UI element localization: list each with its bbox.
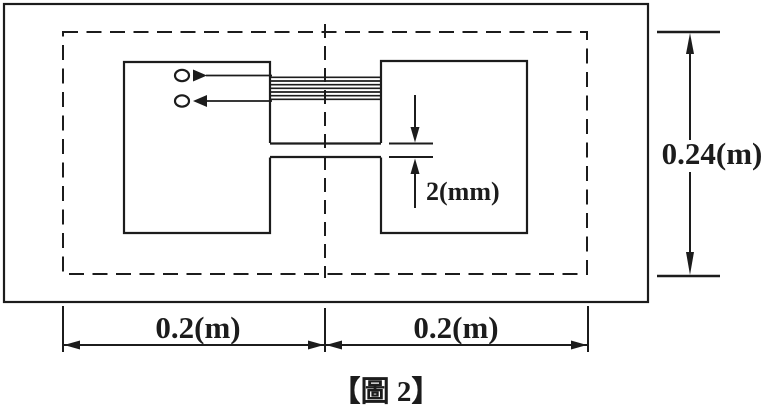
width-dimensions: 0.2(m) 0.2(m) — [62, 306, 589, 352]
coil-winding — [271, 76, 382, 101]
current-out-arrow-icon — [193, 95, 207, 107]
width-right-arrow-east-icon — [571, 340, 587, 350]
core-outer-boundary — [2, 2, 650, 304]
current-in-arrow-icon — [193, 69, 207, 82]
gap-dim-down-arrow-icon — [410, 95, 420, 143]
air-gap-dim-label: 2(mm) — [426, 177, 500, 206]
width-left-arrow-east-icon — [308, 340, 324, 350]
height-dim-label: 0.24(m) — [662, 136, 763, 171]
figure-caption: 【圖 2】 — [332, 375, 441, 408]
gap-dim-up-arrow-icon — [410, 158, 420, 208]
left-core-window — [122, 60, 272, 235]
width-dim-label-right: 0.2(m) — [413, 310, 498, 345]
width-left-arrow-west-icon — [64, 340, 80, 350]
width-right-arrow-west-icon — [326, 340, 342, 350]
height-dimension: 0.24(m) — [657, 30, 763, 278]
height-dim-up-arrow-icon — [686, 33, 694, 140]
terminal-bottom-circle — [173, 94, 191, 108]
width-dim-label-left: 0.2(m) — [155, 310, 240, 345]
right-core-window — [379, 59, 529, 235]
terminal-top-circle — [173, 68, 191, 83]
height-dim-down-arrow-icon — [686, 172, 694, 275]
